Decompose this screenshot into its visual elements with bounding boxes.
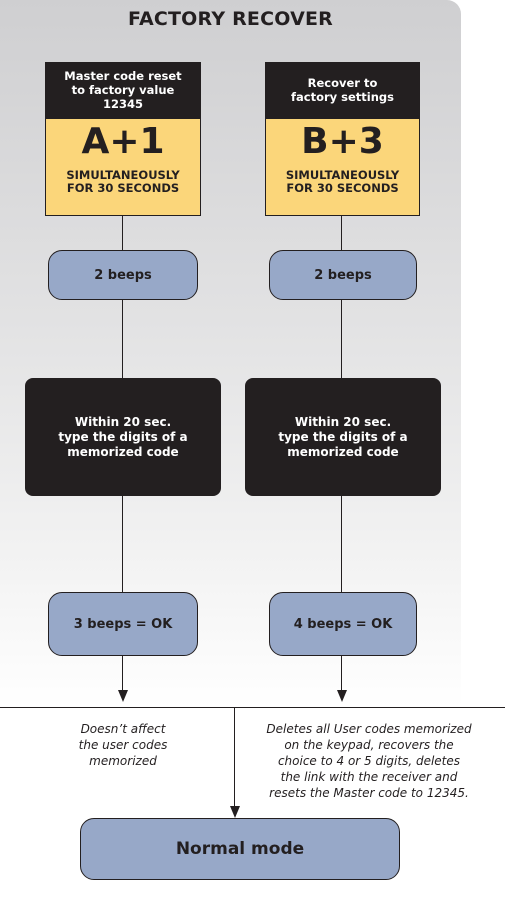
column-1-note: Doesn’t affect the user codes memorized [78,722,168,768]
connector-line [122,216,123,250]
key-combo: A+1 [81,121,165,162]
arrow-down-icon [337,690,347,702]
column-2-header: Recover to factory settings [265,62,420,118]
divider-line [0,707,505,708]
connector-line [341,216,342,250]
connector-line [341,300,342,378]
column-2-key-panel: B+3 SIMULTANEOUSLY FOR 30 SECONDS [265,118,420,216]
column-1-header: Master code reset to factory value 12345 [45,62,201,118]
column-2-step-result: 4 beeps = OK [269,592,417,656]
arrow-down-icon [230,806,240,818]
key-combo: B+3 [301,121,384,162]
normal-mode-box: Normal mode [80,818,400,880]
arrow-down-icon [118,690,128,702]
column-1-step-result: 3 beeps = OK [48,592,198,656]
column-2-step-code: Within 20 sec. type the digits of a memo… [245,378,441,496]
diagram-title: FACTORY RECOVER [127,8,334,30]
column-1-key-panel: A+1 SIMULTANEOUSLY FOR 30 SECONDS [45,118,201,216]
column-2-step-beeps: 2 beeps [269,250,417,300]
key-instruction: SIMULTANEOUSLY FOR 30 SECONDS [285,168,400,195]
key-instruction: SIMULTANEOUSLY FOR 30 SECONDS [66,168,180,195]
column-1-step-code: Within 20 sec. type the digits of a memo… [25,378,221,496]
connector-line [341,656,342,692]
column-2-note: Deletes all User codes memorized on the … [266,722,472,800]
connector-line [234,708,235,808]
connector-line [122,496,123,592]
connector-line [122,656,123,692]
connector-line [341,496,342,592]
column-1-step-beeps: 2 beeps [48,250,198,300]
connector-line [122,300,123,378]
